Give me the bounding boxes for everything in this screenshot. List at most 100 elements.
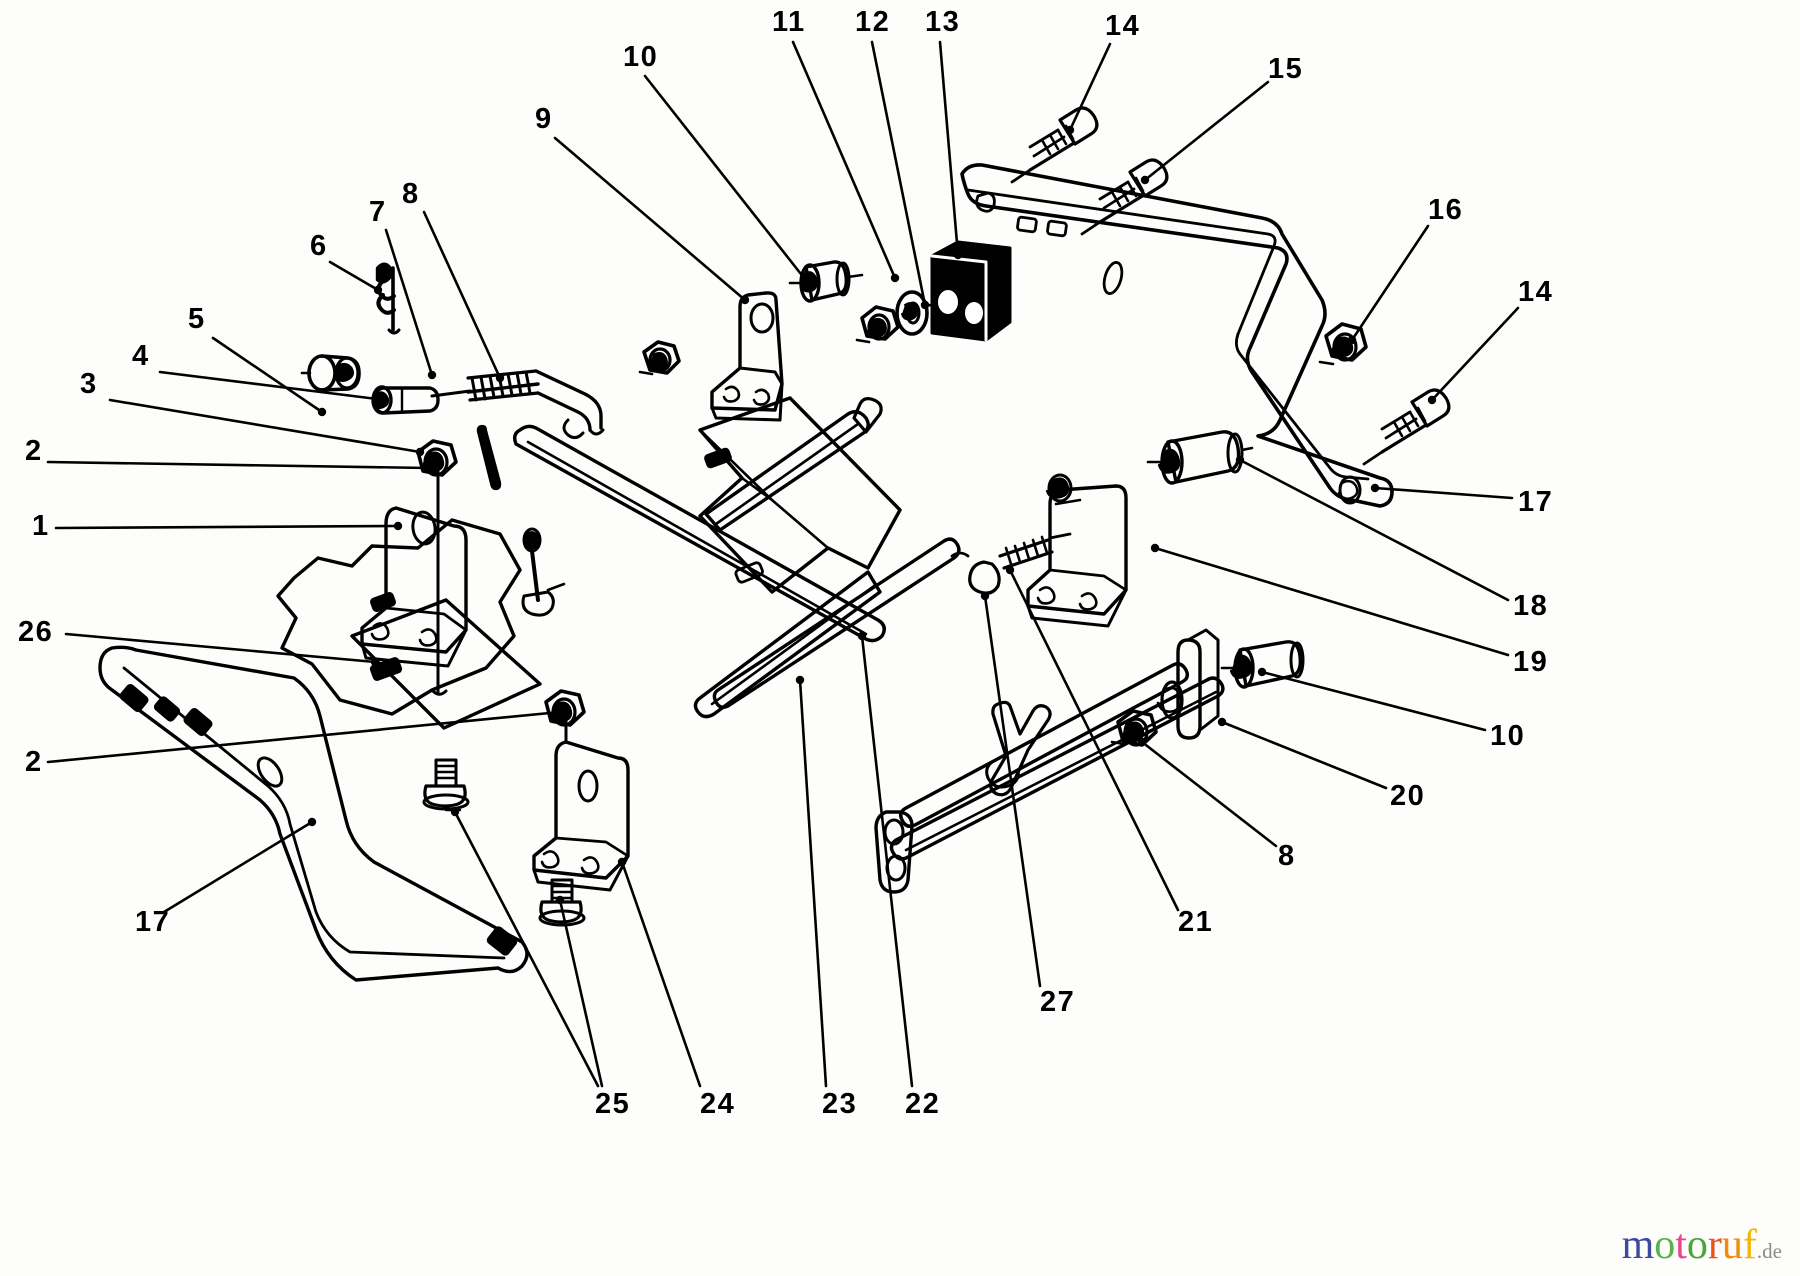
leader-endpoint-dot bbox=[1257, 667, 1267, 677]
leader-line bbox=[46, 710, 562, 764]
leader-endpoint-dot bbox=[920, 300, 930, 310]
part-main-frame-22-23 bbox=[512, 396, 970, 719]
leader-line bbox=[798, 678, 828, 1088]
part-curved-arm-17 bbox=[98, 645, 529, 982]
watermark-letter-t-2: t bbox=[1675, 1222, 1687, 1268]
leader-line bbox=[1373, 486, 1514, 500]
callout-number-21: 21 bbox=[1178, 906, 1214, 938]
leader-endpoint-dot bbox=[953, 250, 963, 260]
callout-leader-lines bbox=[46, 40, 1520, 1088]
part-bracket-1 bbox=[360, 506, 468, 668]
leader-line bbox=[384, 228, 434, 377]
leader-endpoint-dot bbox=[307, 817, 317, 827]
callout-number-11: 11 bbox=[772, 6, 806, 38]
callout-number-8: 8 bbox=[402, 178, 420, 210]
part-bracket-13 bbox=[930, 240, 1012, 342]
watermark-letter-u-5: u bbox=[1721, 1222, 1743, 1268]
callout-number-3: 3 bbox=[80, 368, 98, 400]
callout-number-25: 25 bbox=[595, 1088, 631, 1120]
leader-endpoint-dot bbox=[1235, 455, 1245, 465]
callout-number-4: 4 bbox=[132, 340, 150, 372]
part-lift-arm-right bbox=[960, 163, 1394, 508]
part-nut-2-lower bbox=[544, 689, 586, 744]
leader-line bbox=[1350, 224, 1430, 342]
part-stud-23 bbox=[521, 527, 566, 617]
leader-line bbox=[620, 860, 702, 1088]
watermark-letter-r-4: r bbox=[1707, 1222, 1722, 1268]
leader-endpoint-dot bbox=[393, 521, 403, 531]
leader-line bbox=[46, 460, 430, 470]
leader-endpoint-dot bbox=[617, 857, 627, 867]
leader-endpoint-dot bbox=[1370, 483, 1380, 493]
callout-number-26: 26 bbox=[18, 616, 54, 648]
callout-number-14: 14 bbox=[1105, 10, 1141, 42]
callout-number-10: 10 bbox=[1490, 720, 1526, 752]
leader-endpoint-dot bbox=[1427, 395, 1437, 405]
part-bolt-14-upper bbox=[1010, 106, 1099, 184]
callout-number-20: 20 bbox=[1390, 780, 1426, 812]
leader-endpoint-dot bbox=[1137, 737, 1147, 747]
callout-number-18: 18 bbox=[1513, 590, 1549, 622]
part-nut-9 bbox=[638, 340, 681, 376]
leader-endpoint-dot bbox=[803, 278, 813, 288]
callout-leader-dots bbox=[307, 125, 1437, 905]
part-cotter-pin-6 bbox=[375, 262, 401, 335]
callout-number-13: 13 bbox=[925, 6, 961, 38]
part-threaded-rod-7 bbox=[466, 369, 605, 440]
leader-line bbox=[162, 820, 314, 914]
leader-endpoint-dot bbox=[857, 631, 867, 641]
leader-endpoint-dot bbox=[423, 463, 433, 473]
leader-line bbox=[791, 40, 897, 280]
part-bolt-15 bbox=[1080, 158, 1169, 236]
leader-line bbox=[211, 336, 324, 414]
part-ferrule-5 bbox=[300, 354, 361, 392]
part-bolt-14-right bbox=[1362, 388, 1451, 466]
leader-endpoint-dot bbox=[495, 373, 505, 383]
callout-number-16: 16 bbox=[1428, 194, 1464, 226]
leader-endpoint-dot bbox=[1005, 565, 1015, 575]
callout-number-27: 27 bbox=[1040, 986, 1076, 1018]
leader-line bbox=[108, 398, 422, 454]
leader-endpoint-dot bbox=[740, 295, 750, 305]
callout-number-22: 22 bbox=[905, 1088, 941, 1120]
leader-endpoint-dot bbox=[795, 675, 805, 685]
watermark-letter-m-0: m bbox=[1621, 1222, 1655, 1268]
part-screw-25-upper bbox=[422, 758, 470, 812]
part-pin-3 bbox=[476, 424, 502, 491]
callout-number-5: 5 bbox=[188, 303, 206, 335]
leader-line bbox=[553, 136, 747, 302]
part-nut-16 bbox=[1318, 322, 1368, 366]
leader-line bbox=[1143, 80, 1270, 182]
leader-line bbox=[422, 210, 502, 380]
callout-number-24: 24 bbox=[700, 1088, 736, 1120]
leader-endpoint-dot bbox=[450, 807, 460, 817]
leader-line bbox=[558, 898, 604, 1088]
callout-number-7: 7 bbox=[369, 196, 387, 228]
watermark-letter-o-1: o bbox=[1654, 1222, 1676, 1268]
leader-line bbox=[870, 40, 927, 307]
leader-endpoint-dot bbox=[1347, 335, 1357, 345]
leader-endpoint-dot bbox=[1140, 175, 1150, 185]
leader-line bbox=[1068, 42, 1112, 132]
callout-number-14: 14 bbox=[1518, 276, 1554, 308]
callout-number-8: 8 bbox=[1278, 840, 1296, 872]
callout-number-1: 1 bbox=[32, 510, 50, 542]
leader-line bbox=[1140, 740, 1278, 848]
part-screw-27 bbox=[968, 532, 1072, 595]
leader-endpoint-dot bbox=[1217, 717, 1227, 727]
leader-endpoint-dot bbox=[370, 657, 380, 667]
part-nut-2-upper bbox=[416, 439, 458, 696]
callout-number-12: 12 bbox=[855, 6, 891, 38]
watermark-suffix: .de bbox=[1756, 1239, 1782, 1263]
callout-number-6: 6 bbox=[310, 230, 328, 262]
leader-line bbox=[54, 524, 400, 530]
leader-endpoint-dot bbox=[415, 447, 425, 457]
leader-line bbox=[1220, 720, 1388, 790]
part-bracket-19 bbox=[1026, 473, 1128, 628]
part-bracket-9b bbox=[710, 291, 784, 422]
leader-line bbox=[453, 810, 600, 1088]
callout-number-9: 9 bbox=[535, 103, 553, 135]
leader-endpoint-dot bbox=[317, 407, 327, 417]
